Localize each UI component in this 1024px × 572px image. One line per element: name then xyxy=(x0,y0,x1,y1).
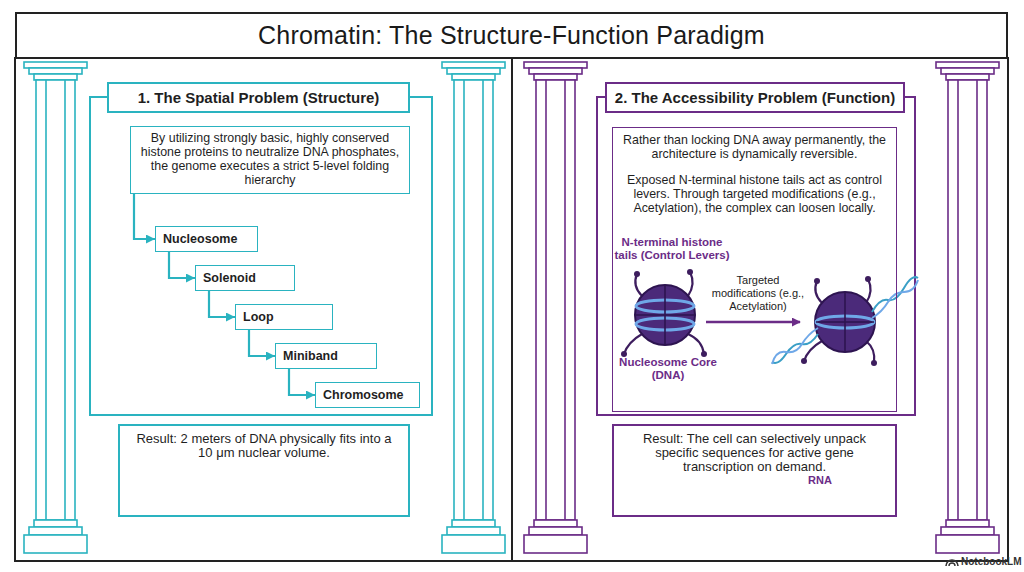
tail-end xyxy=(871,360,877,366)
annotation-label: N-terminal histone tails (Control Levers… xyxy=(612,236,732,261)
brand-logo xyxy=(946,560,958,566)
annotation-label: Nucleosome Core (DNA) xyxy=(616,356,720,381)
pillar xyxy=(936,62,999,553)
dna-strand xyxy=(772,328,818,364)
dna-strand xyxy=(872,280,918,318)
flow-arrow xyxy=(134,194,155,239)
tail-end xyxy=(634,271,640,277)
title-box: Chromatin: The Structure-Function Paradi… xyxy=(15,12,1008,59)
panel-frame xyxy=(90,97,432,415)
pillar xyxy=(524,62,587,553)
node-text: 2. The Accessibility Problem (Function) xyxy=(615,89,895,106)
outer-frame xyxy=(15,58,1008,561)
panel-frame xyxy=(597,97,915,415)
node-text: Nucleosome xyxy=(163,232,237,246)
logo-arc xyxy=(949,563,955,566)
histone-tail xyxy=(624,272,704,354)
node-text: Miniband xyxy=(283,349,338,363)
flow-arrow xyxy=(209,291,235,317)
node-text: Loop xyxy=(243,310,274,324)
annotation-label: RNA xyxy=(808,474,848,486)
node-text: Result: The cell can selectively unpack … xyxy=(624,432,885,474)
tail-end xyxy=(801,358,807,364)
annotation-label: Targeted modifications (e.g., Acetylatio… xyxy=(708,274,808,313)
node-text: Rather than locking DNA away permanently… xyxy=(621,133,888,161)
dna-strand xyxy=(772,334,818,363)
logo-arc xyxy=(946,560,958,566)
tail-end xyxy=(865,276,871,282)
core-division xyxy=(816,293,874,351)
annotation-label: NotebookLM xyxy=(961,556,1021,567)
step-box: Miniband xyxy=(275,343,377,369)
histone-core xyxy=(815,292,875,352)
flow-arrow xyxy=(289,369,315,395)
step-box: Nucleosome xyxy=(155,226,258,252)
node-text: Exposed N-terminal histone tails act as … xyxy=(621,173,888,215)
panel-divider xyxy=(511,58,513,561)
node-text: 1. The Spatial Problem (Structure) xyxy=(138,89,380,106)
result-box: Result: The cell can selectively unpack … xyxy=(612,424,897,517)
step-box: Chromosome xyxy=(315,382,420,408)
core-division xyxy=(636,286,694,344)
node-text: By utilizing strongly basic, highly cons… xyxy=(137,131,403,187)
modification-arrow xyxy=(706,321,800,323)
tail-end xyxy=(814,278,820,284)
step-box: Loop xyxy=(235,304,333,330)
step-box: Solenoid xyxy=(195,265,295,291)
tail-end xyxy=(687,269,693,275)
heading-box: 2. The Accessibility Problem (Function) xyxy=(605,82,905,113)
heading-box: 1. The Spatial Problem (Structure) xyxy=(107,82,410,113)
pillar xyxy=(442,62,505,553)
pillar xyxy=(24,62,87,553)
node-text: Chromosome xyxy=(323,388,404,402)
flow-arrow xyxy=(169,252,195,278)
node-text: Solenoid xyxy=(203,271,256,285)
result-box: Result: 2 meters of DNA physically fits … xyxy=(118,424,410,517)
histone-tail xyxy=(804,279,874,363)
flow-arrow xyxy=(249,330,275,356)
histone-core xyxy=(635,285,695,345)
text-box: By utilizing strongly basic, highly cons… xyxy=(130,126,410,194)
nucleosome-before xyxy=(621,269,707,357)
title-text: Chromatin: The Structure-Function Paradi… xyxy=(258,21,765,50)
node-text: Result: 2 meters of DNA physically fits … xyxy=(130,432,398,460)
